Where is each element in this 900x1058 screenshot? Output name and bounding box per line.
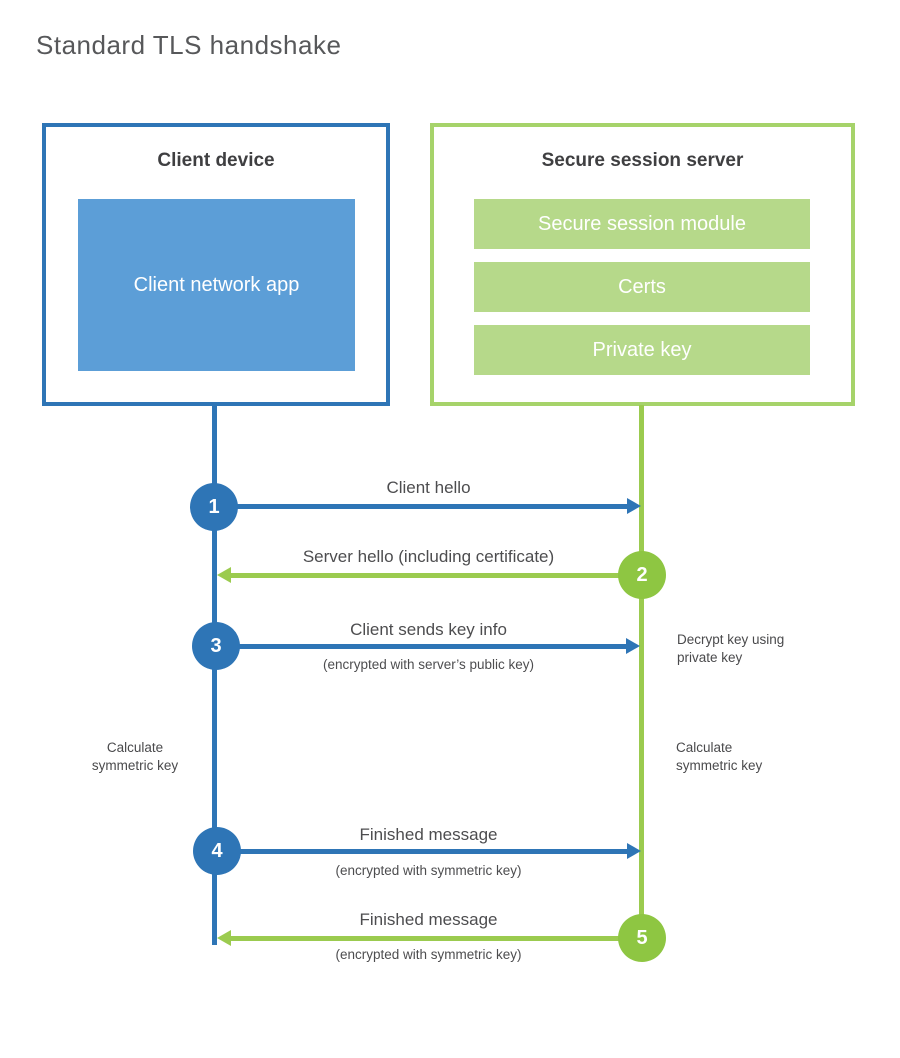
step3-circle: 3 xyxy=(192,622,240,670)
page-title: Standard TLS handshake xyxy=(36,30,342,60)
calculate-symmetric-key-note-server: Calculate symmetric key xyxy=(676,740,763,773)
client-lifeline xyxy=(212,405,217,945)
decrypt-key-note: Decrypt key using private key xyxy=(677,632,785,665)
step1-label: Client hello xyxy=(386,478,471,497)
step2-label: Server hello (including certificate) xyxy=(302,547,555,566)
step5-label: Finished message xyxy=(359,910,498,929)
server-lifeline xyxy=(639,405,644,938)
client-device-title: Client device xyxy=(157,150,275,171)
client-network-app-block: Client network app xyxy=(78,199,355,371)
step4-label: Finished message xyxy=(359,825,498,844)
step4-arrow-right-icon xyxy=(218,843,641,859)
server-module-label: Secure session module xyxy=(538,212,746,235)
server-module-label: Certs xyxy=(618,275,666,298)
step5-arrow-left-icon xyxy=(217,930,642,946)
client-network-app-label: Client network app xyxy=(133,274,300,296)
server-module-secure-session-module: Secure session module xyxy=(474,199,810,249)
step5-circle: 5 xyxy=(618,914,666,962)
secure-session-server-title: Secure session server xyxy=(541,150,744,171)
step2-arrow-left-icon xyxy=(217,567,642,583)
step3-label: Client sends key info xyxy=(350,620,507,639)
step3-sublabel: (encrypted with server’s public key) xyxy=(322,657,535,672)
step2-circle: 2 xyxy=(618,551,666,599)
server-module-certs: Certs xyxy=(474,262,810,312)
step4-sublabel: (encrypted with symmetric key) xyxy=(335,863,522,878)
calculate-symmetric-key-note-client: Calculate symmetric key xyxy=(91,740,179,773)
step1-circle: 1 xyxy=(190,483,238,531)
server-module-label: Private key xyxy=(592,338,692,361)
server-module-private-key: Private key xyxy=(474,325,810,375)
step5-sublabel: (encrypted with symmetric key) xyxy=(335,947,522,962)
step4-circle: 4 xyxy=(193,827,241,875)
step1-arrow-right-icon xyxy=(215,498,641,514)
step3-arrow-right-icon xyxy=(217,638,640,654)
